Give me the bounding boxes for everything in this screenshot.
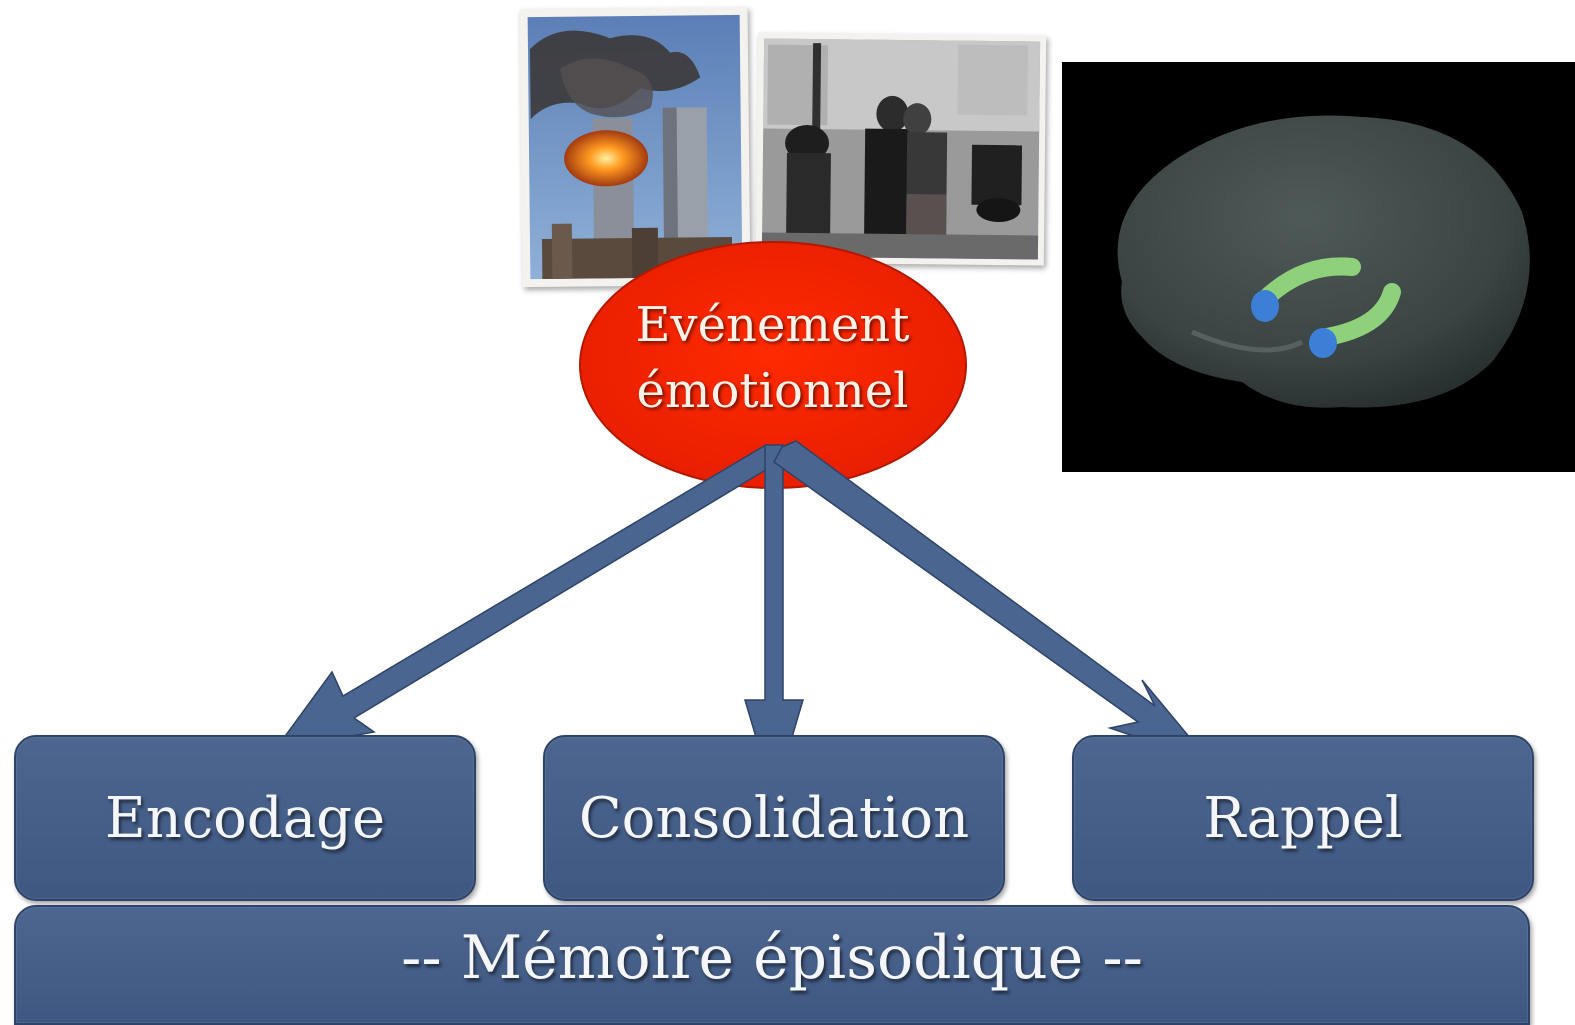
brain-render-panel (1062, 62, 1575, 472)
arrow-to-rappel (773, 440, 1213, 764)
encodage-box: Encodage (14, 735, 476, 901)
memoire-episodique-label: -- Mémoire épisodique -- (401, 923, 1143, 993)
burning-towers-image (527, 14, 743, 280)
event-label: Evénement émotionnel (600, 292, 945, 424)
encodage-label: Encodage (104, 785, 386, 851)
rappel-label: Rappel (1203, 785, 1403, 851)
photo-burning-towers (519, 6, 751, 288)
rappel-box: Rappel (1072, 735, 1534, 901)
photo-paris-kiss (755, 32, 1047, 266)
brain-illustration (1117, 115, 1530, 408)
consolidation-box: Consolidation (543, 735, 1005, 901)
memoire-episodique-box: -- Mémoire épisodique -- (14, 905, 1530, 1025)
consolidation-label: Consolidation (578, 785, 970, 851)
event-label-line2: émotionnel (636, 363, 909, 419)
arrow-to-encodage (273, 445, 784, 752)
event-label-line1: Evénement (635, 297, 910, 353)
paris-kiss-image (761, 38, 1041, 260)
